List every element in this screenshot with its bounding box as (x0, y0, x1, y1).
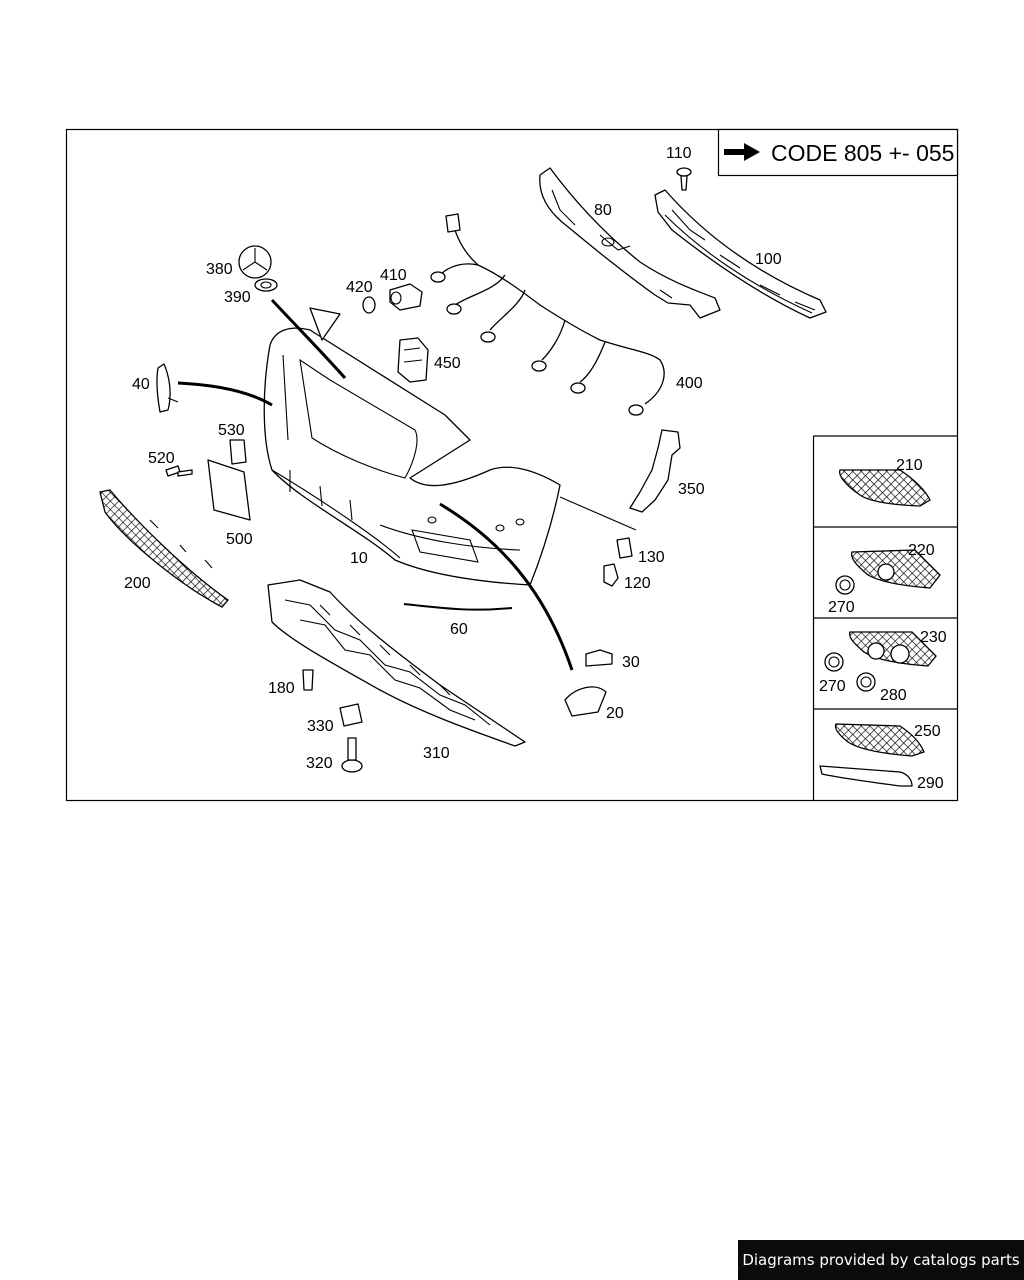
label-410: 410 (380, 267, 407, 284)
label-350: 350 (678, 481, 705, 498)
label-500: 500 (226, 531, 253, 548)
label-320: 320 (306, 755, 333, 772)
label-270-a: 270 (828, 599, 855, 616)
screw-520 (165, 465, 193, 477)
label-10: 10 (350, 550, 368, 567)
trim-strip-290 (819, 765, 913, 787)
label-180: 180 (268, 680, 295, 697)
license-plate-bracket-500 (207, 459, 251, 521)
label-250: 250 (914, 723, 941, 740)
label-400: 400 (676, 375, 703, 392)
bumper-cover (263, 307, 561, 586)
label-270-b: 270 (819, 678, 846, 695)
label-210: 210 (896, 457, 923, 474)
screw-320 (341, 737, 363, 773)
grille-insert-210 (839, 469, 931, 507)
footer-credit: Diagrams provided by catalogs parts (738, 1240, 1024, 1280)
parking-sensor-410 (389, 283, 423, 311)
upper-bracket-80 (539, 167, 721, 319)
label-390: 390 (224, 289, 251, 306)
underbody-panel (267, 579, 526, 747)
variant-panels (812, 435, 958, 800)
grille-insert-250 (834, 723, 925, 757)
arrow-40 (177, 381, 273, 407)
fog-ring-270-a (835, 575, 855, 595)
label-110: 110 (666, 145, 692, 162)
label-220: 220 (908, 542, 935, 559)
grille-insert-220 (850, 549, 941, 589)
fog-ring-270-b (824, 652, 844, 672)
label-520: 520 (148, 450, 175, 467)
label-290: 290 (917, 775, 944, 792)
arrow-right-icon (724, 143, 760, 161)
side-bracket-350 (559, 429, 681, 531)
label-120: 120 (624, 575, 651, 592)
label-450: 450 (434, 355, 461, 372)
grille-insert-230 (849, 631, 937, 667)
label-330: 330 (307, 718, 334, 735)
bolt-180 (302, 669, 314, 691)
label-130: 130 (638, 549, 665, 566)
bracket-30 (585, 649, 613, 667)
code-text: CODE 805 +- 055 (771, 140, 954, 166)
sensor-holder-450 (397, 337, 429, 383)
label-230: 230 (920, 629, 947, 646)
label-380: 380 (206, 261, 233, 278)
arrow-20 (439, 502, 574, 671)
clip-330 (339, 703, 363, 727)
label-200: 200 (124, 575, 151, 592)
diagram-frame (65, 128, 959, 802)
label-30: 30 (622, 654, 640, 671)
fog-ring-280 (856, 672, 876, 692)
arrow-380 (270, 298, 347, 379)
star-emblem-icon (238, 245, 272, 279)
cover-cap-40 (156, 363, 179, 413)
bolt-130 (616, 537, 633, 559)
mounting-strip-100 (654, 189, 827, 319)
tow-hook-cap-20 (564, 686, 607, 717)
label-310: 310 (423, 745, 450, 762)
trim-strip-60 (403, 603, 513, 611)
wiring-harness-400 (430, 213, 665, 416)
label-420: 420 (346, 279, 373, 296)
code-box: CODE 805 +- 055 (717, 128, 959, 177)
clip-120 (603, 563, 619, 587)
label-280: 280 (880, 687, 907, 704)
part-labels: 110 80 100 380 390 420 410 450 400 40 53… (124, 145, 947, 792)
label-20: 20 (606, 705, 624, 722)
label-40: 40 (132, 376, 150, 393)
lower-grille-mesh (99, 489, 229, 608)
sensor-ring-420 (362, 296, 376, 314)
label-60: 60 (450, 621, 468, 638)
screw-110 (676, 167, 692, 191)
label-530: 530 (218, 422, 245, 439)
label-100: 100 (755, 251, 782, 268)
emblem-ring (254, 278, 278, 292)
clip-530 (229, 439, 247, 465)
label-80: 80 (594, 202, 612, 219)
